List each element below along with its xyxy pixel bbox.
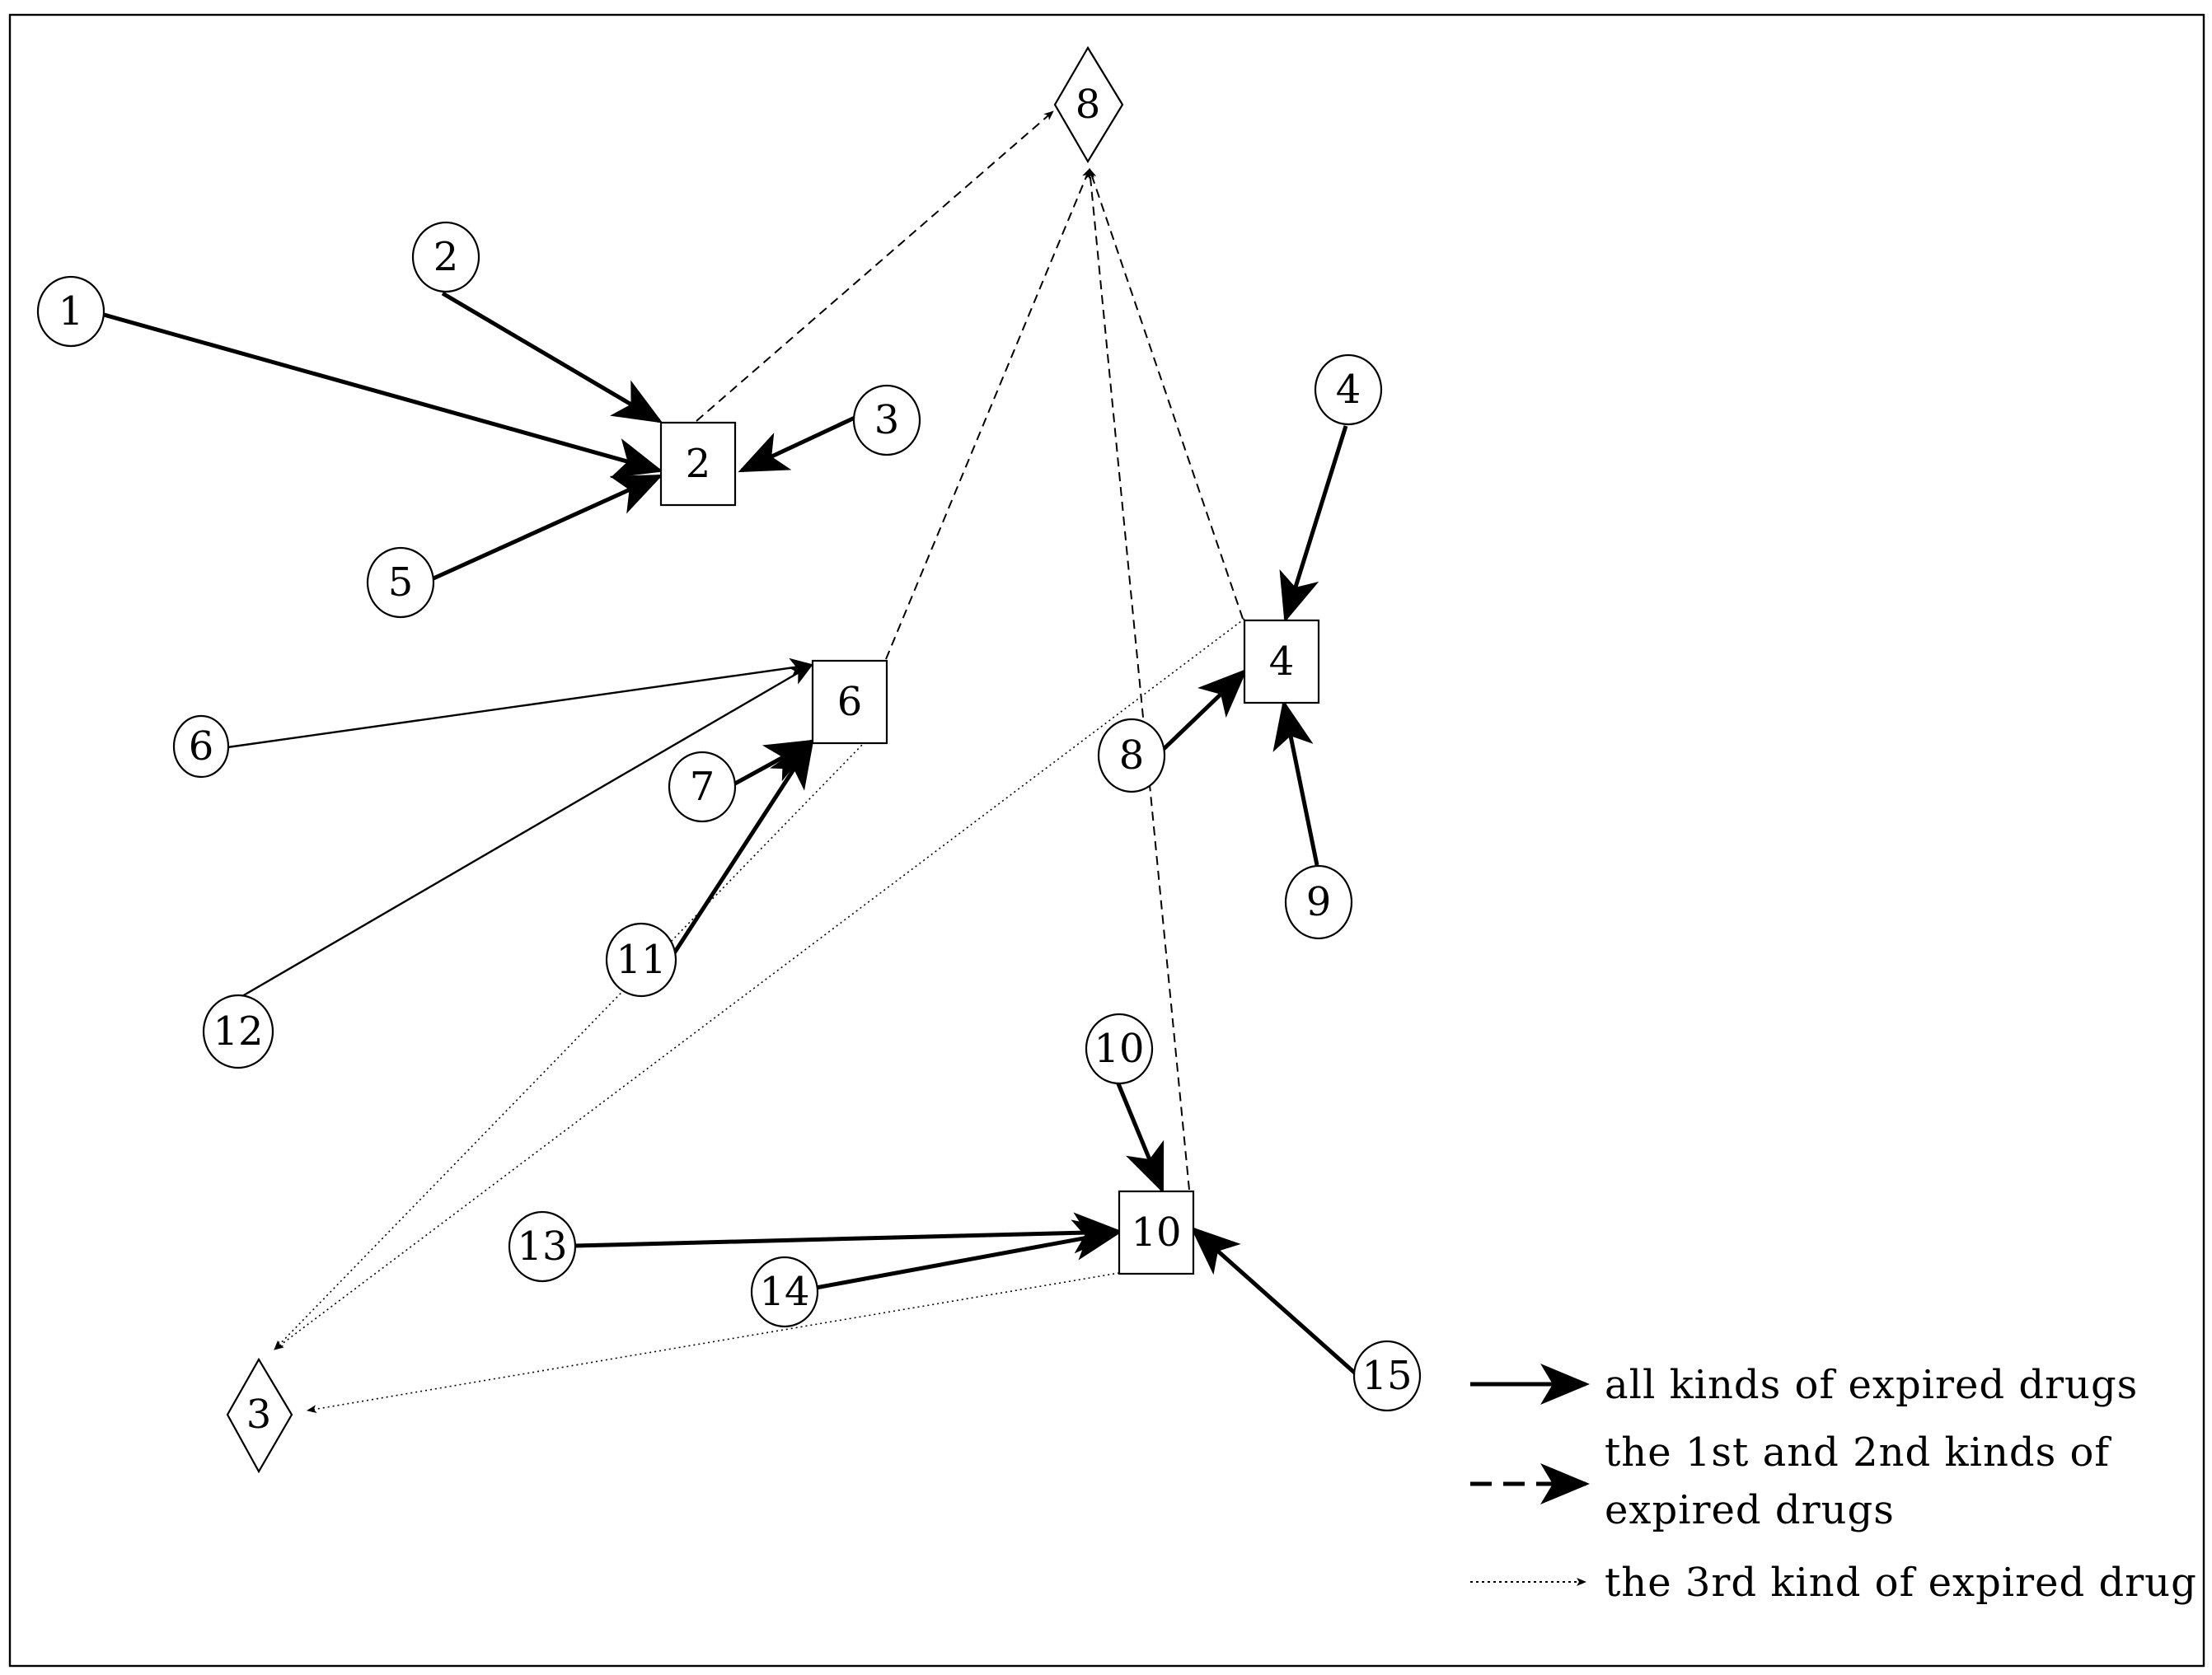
legend-label-solid: all kinds of expired drugs <box>1605 1362 2138 1408</box>
edge-s4-d8 <box>1088 168 1244 620</box>
edge-s10-d8 <box>1086 168 1190 1191</box>
circle-node-label: 12 <box>213 1008 263 1055</box>
legend-item-dotted: the 3rd kind of expired drug <box>1470 1560 2197 1606</box>
dotted-edges <box>274 618 1245 1414</box>
circle-node-label: 11 <box>616 937 666 983</box>
circle-node-label: 3 <box>874 397 900 443</box>
circle-node: 7 <box>668 751 737 823</box>
circle-node-label: 7 <box>690 764 715 810</box>
circle-nodes: 1 2 3 4 5 6 7 8 9 10 11 12 13 14 15 <box>36 221 1422 1412</box>
circle-node-label: 8 <box>1119 732 1145 779</box>
edge-c14-s10 <box>815 1219 1123 1290</box>
circle-node-label: 4 <box>1336 367 1361 413</box>
edge-s2-d8 <box>696 110 1054 422</box>
diamond-node: 8 <box>1053 45 1124 164</box>
edge-c12-s6 <box>241 663 814 998</box>
circle-node: 5 <box>366 546 435 619</box>
circle-node: 12 <box>202 994 274 1069</box>
edge-c11-s6 <box>670 737 814 957</box>
square-node: 2 <box>659 421 737 507</box>
square-node: 4 <box>1243 619 1320 704</box>
circle-node: 11 <box>605 922 677 998</box>
edge-c8-s4 <box>1160 668 1248 752</box>
circle-node-label: 13 <box>517 1223 567 1270</box>
diamond-node: 3 <box>226 1357 293 1474</box>
edge-c13-s10 <box>574 1212 1123 1254</box>
square-node: 6 <box>811 659 888 745</box>
edge-c2-s2 <box>441 291 663 423</box>
square-node: 10 <box>1118 1190 1195 1275</box>
legend-label-dashed-line1: the 1st and 2nd kinds of <box>1605 1429 2111 1476</box>
circle-node-label: 15 <box>1361 1353 1412 1399</box>
diamond-nodes: 8 3 <box>226 45 1124 1474</box>
circle-node: 10 <box>1085 1013 1154 1085</box>
edge-c10-s10 <box>1115 1081 1165 1194</box>
circle-node: 15 <box>1352 1340 1422 1412</box>
circle-node: 3 <box>852 384 921 456</box>
diamond-node-label: 3 <box>246 1392 272 1438</box>
circle-node: 2 <box>411 221 480 293</box>
edge-c15-s10 <box>1190 1226 1360 1378</box>
circle-node-label: 2 <box>433 234 459 280</box>
edge-c3-s2 <box>738 415 856 473</box>
circle-node: 13 <box>508 1210 577 1283</box>
circle-node: 1 <box>36 275 105 348</box>
circle-node-label: 6 <box>189 723 214 770</box>
circle-node-label: 14 <box>759 1269 809 1315</box>
legend-item-solid: all kinds of expired drugs <box>1470 1362 2138 1408</box>
edge-c4-s4 <box>1279 425 1348 623</box>
circle-node-label: 1 <box>59 288 84 335</box>
edge-c5-s2 <box>432 474 663 581</box>
solid-edges <box>103 291 1360 1378</box>
circle-node: 8 <box>1097 718 1166 793</box>
diagram-frame <box>8 13 2205 1668</box>
legend-item-dashed: the 1st and 2nd kinds of expired drugs <box>1470 1429 2111 1533</box>
legend-label-dashed-line2: expired drugs <box>1605 1487 1895 1533</box>
legend: all kinds of expired drugs the 1st and 2… <box>1470 1362 2197 1606</box>
circle-node: 14 <box>750 1256 819 1328</box>
circle-node-label: 10 <box>1094 1026 1144 1072</box>
square-nodes: 2 4 6 10 <box>659 421 1320 1275</box>
edge-s10-d3 <box>307 1272 1120 1414</box>
circle-node: 4 <box>1314 353 1383 426</box>
circle-node-label: 9 <box>1306 879 1332 925</box>
circle-node: 6 <box>172 714 230 779</box>
square-node-label: 6 <box>837 679 863 725</box>
circle-node: 9 <box>1284 864 1353 940</box>
diamond-node-label: 8 <box>1076 82 1101 128</box>
circle-node-label: 5 <box>388 559 414 606</box>
edge-c9-s4 <box>1272 699 1319 866</box>
square-node-label: 10 <box>1131 1209 1181 1256</box>
legend-label-dotted: the 3rd kind of expired drug <box>1605 1560 2197 1606</box>
square-node-label: 4 <box>1269 639 1295 685</box>
dashed-edges <box>696 110 1244 1191</box>
square-node-label: 2 <box>686 441 711 487</box>
edge-c6-s6 <box>227 657 814 749</box>
edge-c1-s2 <box>103 312 663 479</box>
